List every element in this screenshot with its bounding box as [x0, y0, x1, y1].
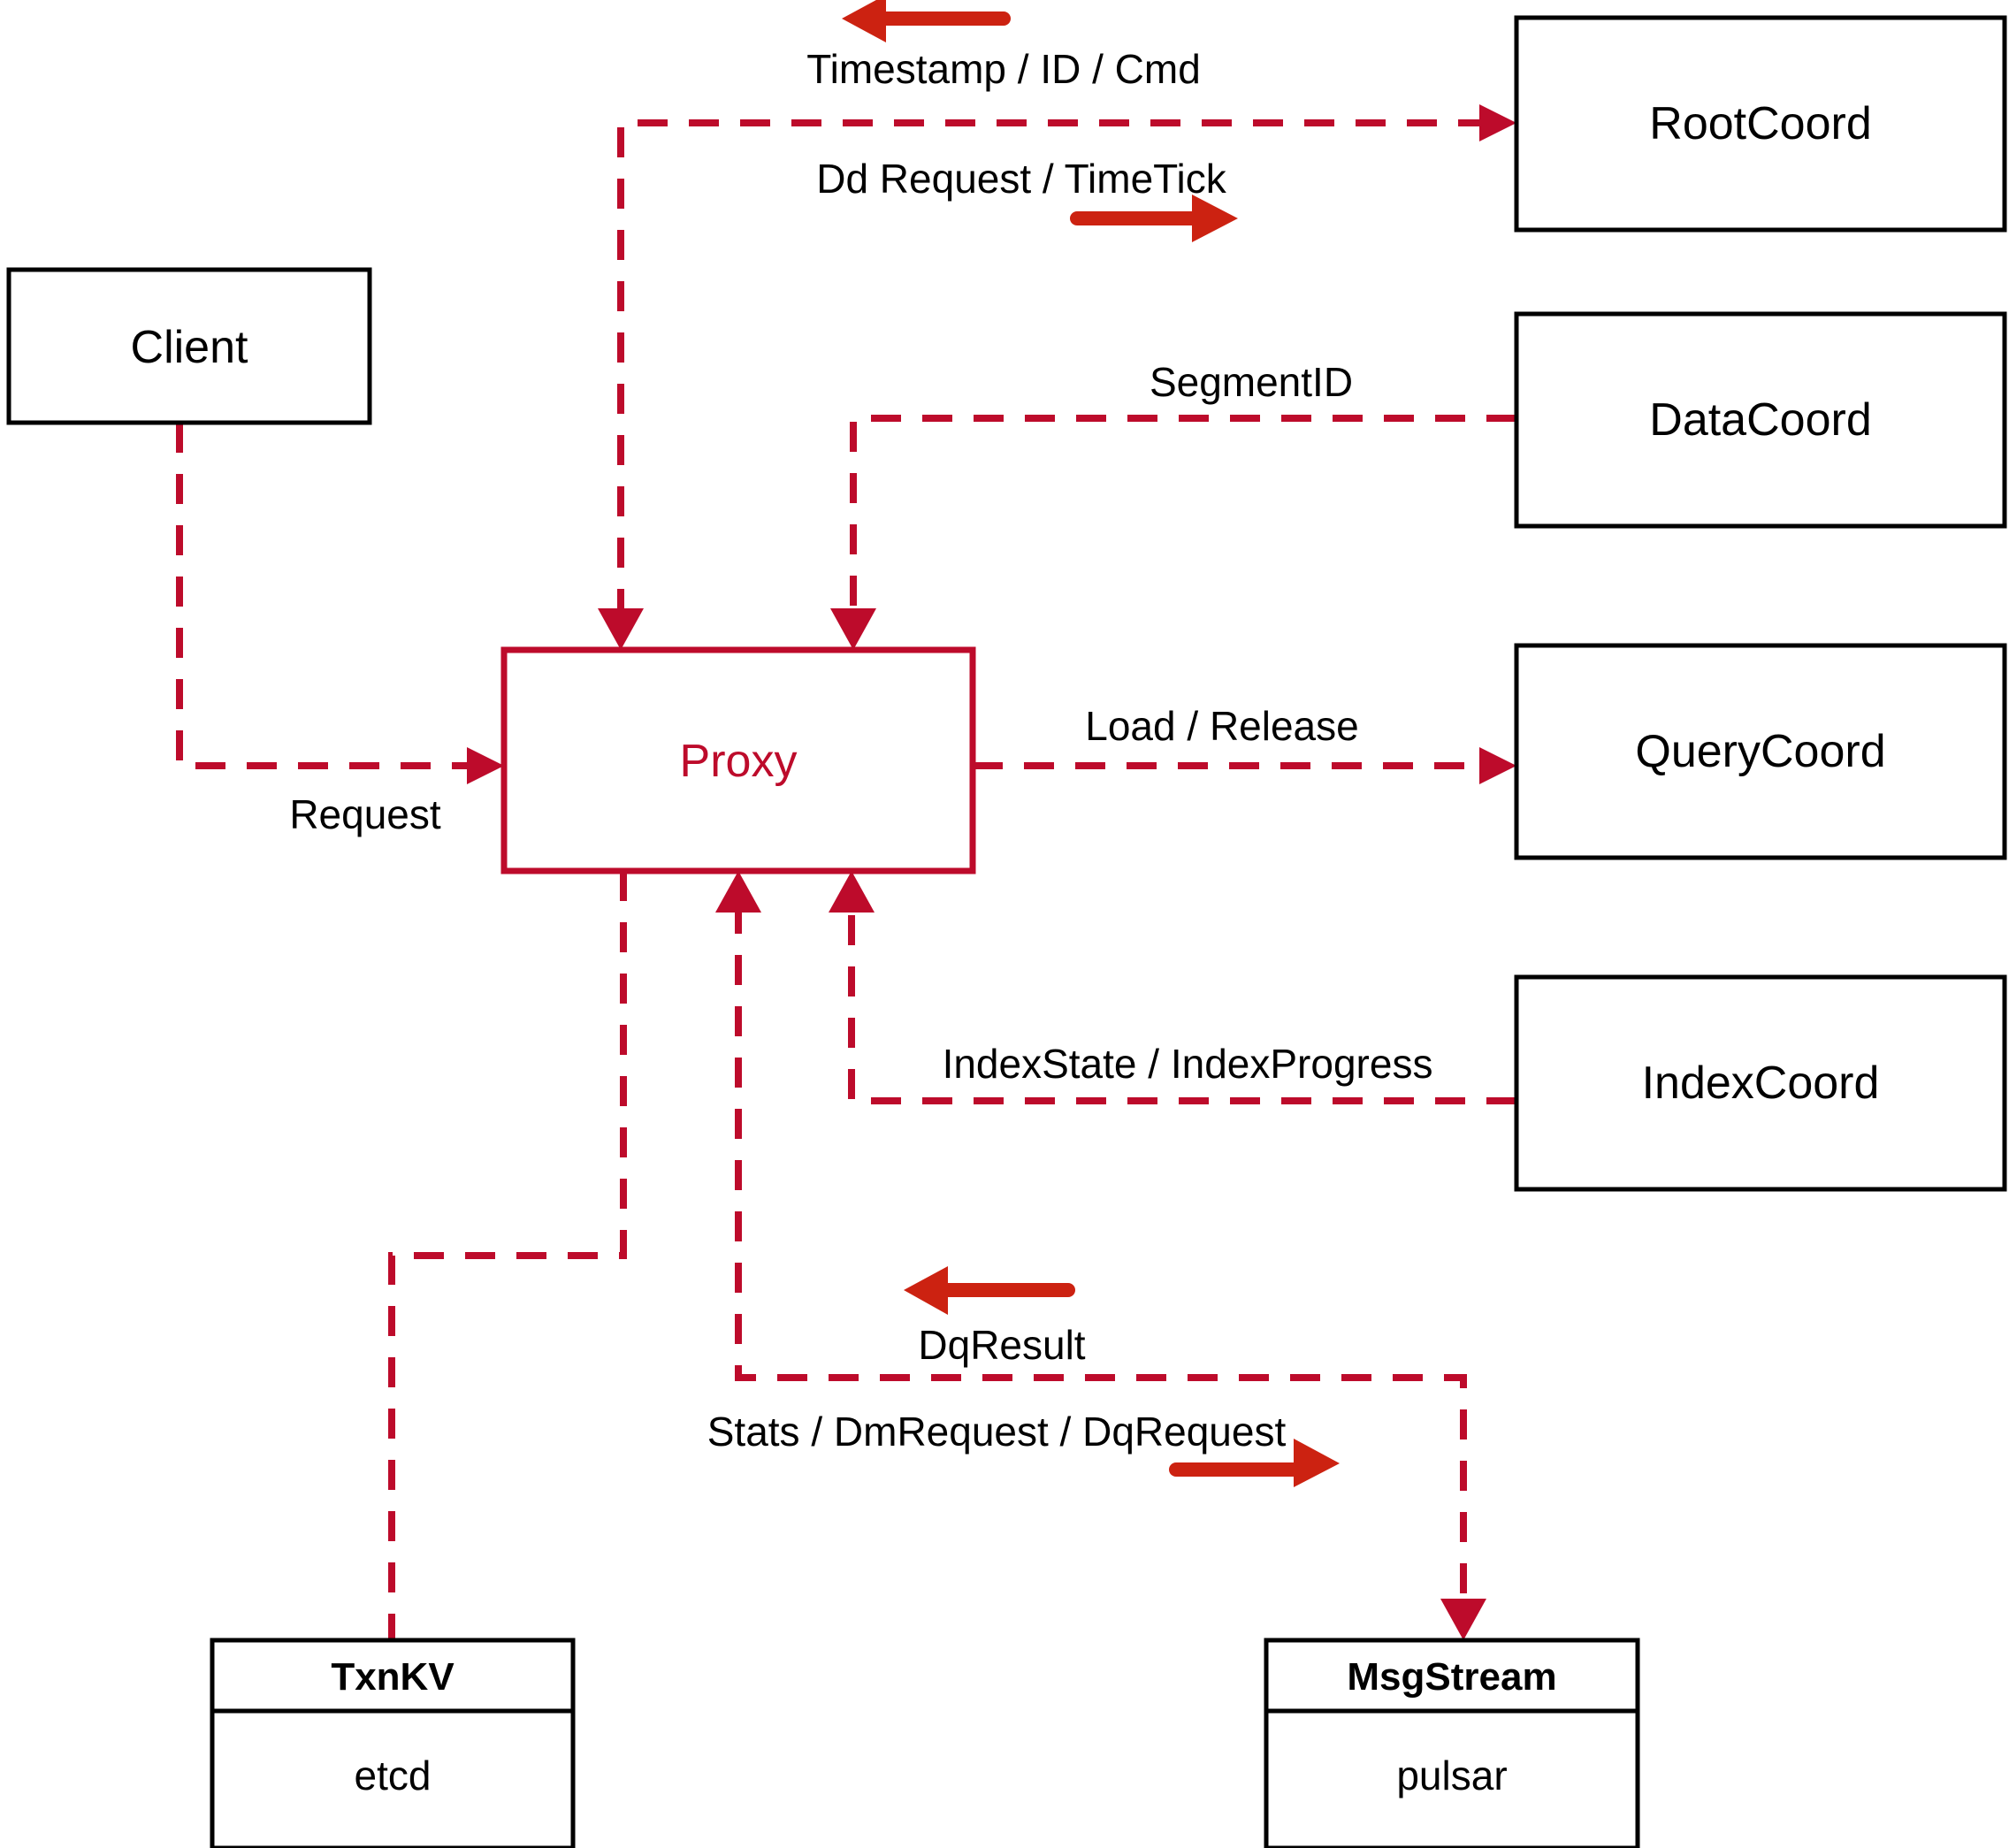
node-txnkv[interactable]: TxnKV etcd	[210, 1638, 576, 1848]
edge-label-segment-id: SegmentID	[1150, 359, 1353, 405]
edge-path-msgstream	[735, 904, 1467, 1609]
txnkv-title: TxnKV	[331, 1655, 455, 1699]
client-label: Client	[131, 322, 248, 373]
edge-label-timestamp-id-cmd: Timestamp / ID / Cmd	[806, 46, 1201, 92]
arrowhead-solid-dqresult	[904, 1266, 948, 1315]
msgstream-impl: pulsar	[1396, 1753, 1507, 1798]
edge-path-request	[176, 423, 482, 769]
edge-label-load-release: Load / Release	[1085, 703, 1358, 749]
edge-client-proxy	[176, 423, 504, 784]
node-rootcoord[interactable]: RootCoord	[1514, 15, 2007, 233]
txnkv-box[interactable]	[210, 1638, 576, 1848]
edge-path-txnkv	[388, 871, 627, 1640]
arrowhead-proxy-from-client	[467, 747, 504, 784]
arrowhead-querycoord	[1479, 747, 1516, 784]
querycoord-label: QueryCoord	[1635, 726, 1885, 777]
node-proxy[interactable]: Proxy	[500, 646, 976, 874]
edge-proxy-rootcoord	[598, 104, 1516, 650]
arrowhead-solid-ddrequest	[1192, 195, 1238, 242]
node-indexcoord[interactable]: IndexCoord	[1514, 974, 2007, 1192]
datacoord-label: DataCoord	[1649, 394, 1871, 446]
datacoord-box[interactable]	[1514, 311, 2007, 529]
proxy-label: Proxy	[680, 736, 798, 787]
edge-label-request: Request	[289, 791, 441, 837]
edge-path-indexcoord	[848, 904, 1516, 1104]
arrowhead-rootcoord	[1479, 104, 1516, 141]
node-querycoord[interactable]: QueryCoord	[1514, 643, 2007, 860]
msgstream-title: MsgStream	[1347, 1655, 1556, 1699]
indexcoord-label: IndexCoord	[1642, 1058, 1880, 1109]
direction-arrow-stats-right	[1169, 1439, 1340, 1487]
edge-path-rootcoord	[617, 119, 1494, 619]
arrowhead-msgstream	[1440, 1599, 1486, 1640]
edge-proxy-txnkv	[388, 871, 627, 1640]
edge-label-dd-request-timetick: Dd Request / TimeTick	[816, 156, 1227, 202]
arrowhead-proxy-from-rootcoord	[598, 608, 644, 650]
arrowhead-solid-stats	[1294, 1439, 1340, 1487]
node-client[interactable]: Client	[6, 267, 372, 425]
edge-indexcoord-proxy	[829, 871, 1516, 1104]
indexcoord-box[interactable]	[1514, 974, 2007, 1192]
edge-datacoord-proxy	[830, 415, 1516, 650]
arrowhead-solid-timestamp	[842, 0, 886, 42]
edge-label-stats-dm-dq-request: Stats / DmRequest / DqRequest	[707, 1409, 1287, 1455]
edge-path-datacoord	[850, 415, 1516, 619]
node-msgstream[interactable]: MsgStream pulsar	[1264, 1638, 1640, 1848]
direction-arrow-timestamp-left	[842, 0, 1011, 42]
edge-label-dq-result: DqResult	[918, 1322, 1085, 1368]
edge-proxy-querycoord	[973, 747, 1516, 784]
querycoord-box[interactable]	[1514, 643, 2007, 860]
arrowhead-proxy-from-msgstream	[715, 871, 761, 913]
edge-label-index-state-progress: IndexState / IndexProgress	[943, 1041, 1433, 1087]
arrowhead-proxy-from-datacoord	[830, 608, 876, 650]
direction-arrow-dqresult-left	[904, 1266, 1075, 1315]
proxy-box[interactable]	[500, 646, 976, 874]
node-datacoord[interactable]: DataCoord	[1514, 311, 2007, 529]
txnkv-impl: etcd	[355, 1753, 432, 1798]
edge-proxy-msgstream	[715, 871, 1486, 1640]
rootcoord-box[interactable]	[1514, 15, 2007, 233]
msgstream-box[interactable]	[1264, 1638, 1640, 1848]
arrowhead-proxy-from-indexcoord	[829, 871, 875, 913]
rootcoord-label: RootCoord	[1649, 98, 1871, 149]
direction-arrow-ddrequest-right	[1070, 195, 1238, 242]
client-box[interactable]	[6, 267, 372, 425]
